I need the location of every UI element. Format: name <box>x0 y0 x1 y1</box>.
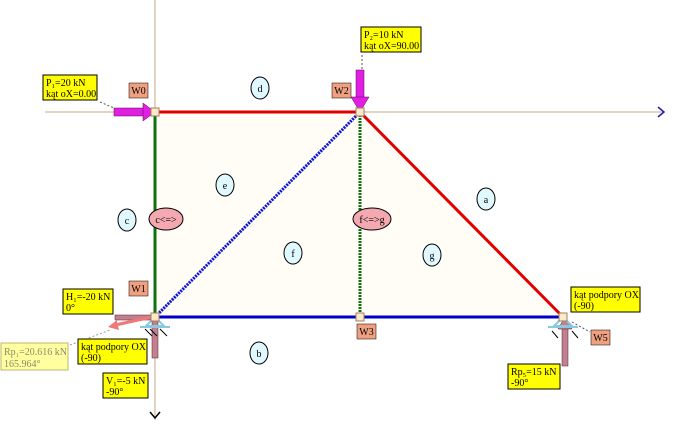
svg-text:Rp₁=20.616 kN: Rp₁=20.616 kN <box>4 347 67 358</box>
svg-text:b: b <box>257 349 262 360</box>
bar-label-b[interactable]: b <box>249 341 269 365</box>
svg-text:kąt oX=90.00: kąt oX=90.00 <box>364 41 419 52</box>
svg-text:0°: 0° <box>66 303 75 314</box>
node-label-w5: W5 <box>590 329 611 346</box>
svg-text:a: a <box>484 195 489 206</box>
svg-text:165.964°: 165.964° <box>4 359 41 370</box>
support-w1-angle-note: kąt podpory OX (-90) <box>77 338 148 365</box>
reaction-rp5-note: Rp₅=15 kN -90° <box>507 363 561 390</box>
joint-label-fg[interactable]: f<=>g <box>352 207 392 231</box>
bar-a[interactable] <box>358 110 565 319</box>
svg-text:kąt podpory OX: kąt podpory OX <box>574 290 640 301</box>
svg-text:V₁=-5 kN: V₁=-5 kN <box>106 376 145 387</box>
node-w3[interactable] <box>355 312 365 322</box>
svg-text:W3: W3 <box>359 327 373 338</box>
load-p1-arrow[interactable] <box>113 102 156 122</box>
y-axis-arrow-icon <box>149 411 161 420</box>
svg-text:g: g <box>430 251 435 262</box>
load-p2-note: P₂=10 kN kąt oX=90.00 <box>360 26 422 53</box>
svg-text:P₂=10 kN: P₂=10 kN <box>364 30 403 41</box>
node-label-w3: W3 <box>356 323 377 340</box>
svg-text:W5: W5 <box>593 333 607 344</box>
load-p2-arrow[interactable] <box>350 69 370 113</box>
svg-text:c: c <box>125 216 130 227</box>
reaction-rp1-arrow[interactable] <box>108 315 155 330</box>
svg-text:(-90): (-90) <box>81 353 101 364</box>
node-w5[interactable] <box>558 312 568 322</box>
node-w2[interactable] <box>355 107 365 117</box>
svg-text:-90°: -90° <box>511 378 528 389</box>
bar-e[interactable] <box>153 110 362 319</box>
reaction-h1-note: H₁=-20 kN 0° <box>62 288 114 315</box>
svg-text:P₁=20 kN: P₁=20 kN <box>46 78 85 89</box>
bar-label-d[interactable]: d <box>250 76 270 100</box>
node-w0[interactable] <box>150 107 160 117</box>
joint-label-c[interactable]: c<=> <box>148 207 184 231</box>
svg-text:W1: W1 <box>131 284 145 295</box>
svg-text:(-90): (-90) <box>574 301 594 312</box>
svg-text:kąt podpory OX: kąt podpory OX <box>81 342 147 353</box>
load-p1-note: P₁=20 kN kąt oX=0.00 <box>42 74 98 101</box>
bar-label-c[interactable]: c <box>117 208 137 232</box>
svg-text:H₁=-20 kN: H₁=-20 kN <box>66 292 110 303</box>
svg-text:-90°: -90° <box>106 387 123 398</box>
svg-text:W0: W0 <box>131 86 145 97</box>
reaction-rp1-note: Rp₁=20.616 kN 165.964° <box>0 342 69 371</box>
svg-text:W2: W2 <box>334 86 348 97</box>
reaction-rp5-arrow[interactable] <box>561 327 569 367</box>
node-label-w1: W1 <box>128 280 149 297</box>
node-w1[interactable] <box>150 312 160 322</box>
bar-label-e[interactable]: e <box>215 173 235 197</box>
reaction-v1-note: V₁=-5 kN -90° <box>102 372 149 399</box>
svg-text:c<=>: c<=> <box>155 215 177 226</box>
svg-text:f: f <box>291 249 295 260</box>
bar-label-a[interactable]: a <box>476 187 496 211</box>
bar-label-f[interactable]: f <box>283 241 303 265</box>
svg-text:e: e <box>223 181 228 192</box>
svg-text:kąt oX=0.00: kąt oX=0.00 <box>46 89 96 100</box>
svg-text:Rp₅=15 kN: Rp₅=15 kN <box>511 367 557 378</box>
reaction-v1-arrow[interactable] <box>151 316 159 359</box>
x-axis-arrow-icon <box>657 106 666 118</box>
svg-text:d: d <box>258 84 263 95</box>
node-label-w2: W2 <box>331 82 352 99</box>
bar-label-g[interactable]: g <box>422 243 442 267</box>
support-w5-angle-note: kąt podpory OX (-90) <box>570 286 641 313</box>
node-label-w0: W0 <box>128 82 149 99</box>
svg-text:f<=>g: f<=>g <box>359 215 384 226</box>
